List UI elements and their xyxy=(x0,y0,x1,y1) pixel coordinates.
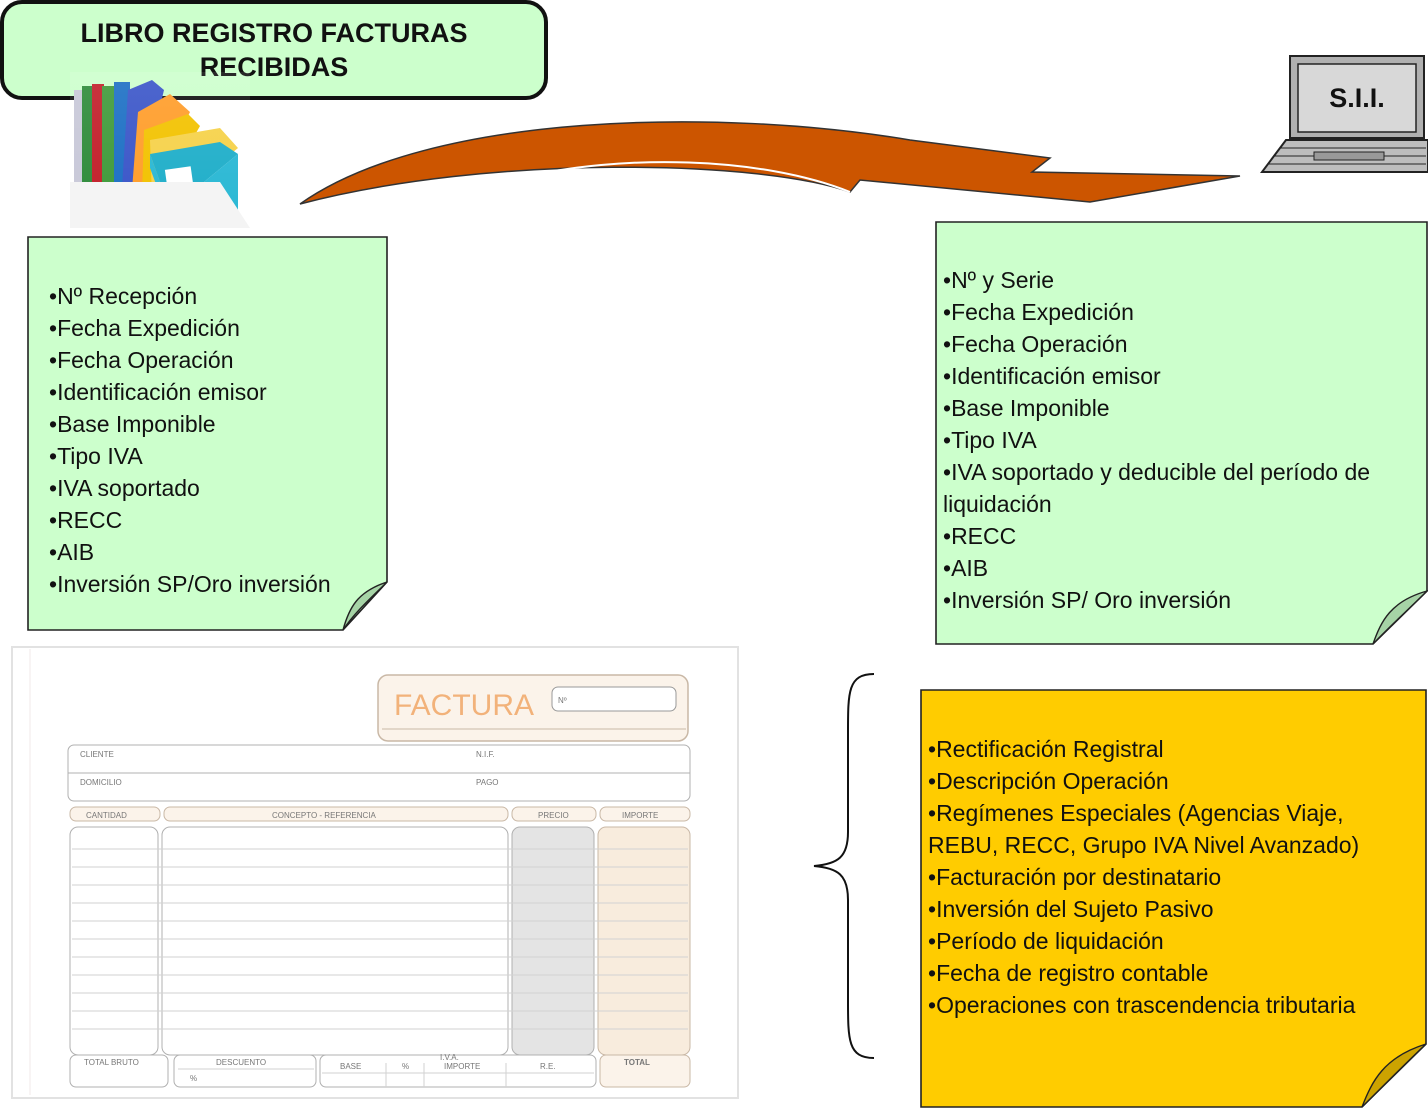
extra-list-item: Facturación por destinatario xyxy=(928,861,1410,893)
left-list-item: Inversión SP/Oro inversión xyxy=(27,568,379,600)
right-list-item: Identificación emisor xyxy=(943,360,1428,392)
left-list-item: Base Imponible xyxy=(49,408,379,440)
extra-list-item: Inversión del Sujeto Pasivo xyxy=(928,893,1410,925)
extra-list-item: Fecha de registro contable xyxy=(928,957,1410,989)
invoice-iva-label: I.V.A. xyxy=(440,1053,459,1062)
right-list-item: RECC xyxy=(943,520,1428,552)
invoice-title: FACTURA xyxy=(394,689,534,722)
invoice-pago-label: PAGO xyxy=(476,778,499,787)
invoice-total-label: TOTAL xyxy=(624,1058,650,1067)
invoice-pct-label-2: % xyxy=(190,1074,197,1083)
right-list-item: Base Imponible xyxy=(943,392,1428,424)
left-list-item: IVA soportado xyxy=(49,472,379,504)
right-list-item: Fecha Operación xyxy=(943,328,1428,360)
invoice-base-label: BASE xyxy=(340,1062,361,1071)
left-list-item: AIB xyxy=(49,536,379,568)
title-line-1: LIBRO REGISTRO FACTURAS xyxy=(80,18,468,48)
left-field-list: Nº Recepción Fecha Expedición Fecha Oper… xyxy=(27,236,389,632)
invoice-descuento-label: DESCUENTO xyxy=(216,1058,266,1067)
right-list-item: IVA soportado y deducible del período de… xyxy=(943,456,1428,520)
invoice-form-image: FACTURA Nº CLIENTE N.I.F. DOMICILIO PAGO… xyxy=(11,646,739,1099)
invoice-cantidad-label: CANTIDAD xyxy=(86,811,127,820)
extra-list-item: Operaciones con trascendencia tributaria xyxy=(928,989,1410,1021)
right-list-item: Tipo IVA xyxy=(943,424,1428,456)
right-list-item: Inversión SP/ Oro inversión xyxy=(943,584,1428,616)
left-list-item: RECC xyxy=(49,504,379,536)
additional-field-list: Rectificación Registral Descripción Oper… xyxy=(920,689,1428,1109)
invoice-domicilio-label: DOMICILIO xyxy=(80,778,122,787)
invoice-total-bruto-label: TOTAL BRUTO xyxy=(84,1058,139,1067)
invoice-nif-label: N.I.F. xyxy=(476,750,495,759)
invoice-importe-label: IMPORTE xyxy=(622,811,658,820)
invoice-importe2-label: IMPORTE xyxy=(444,1062,480,1071)
left-list-item: Identificación emisor xyxy=(49,376,379,408)
right-field-list: Nº y Serie Fecha Expedición Fecha Operac… xyxy=(935,221,1428,646)
left-list-item: Fecha Expedición xyxy=(49,312,379,344)
curved-arrow-icon xyxy=(299,121,1241,205)
left-list-item: Fecha Operación xyxy=(49,344,379,376)
extra-list-item: Descripción Operación xyxy=(928,765,1410,797)
invoice-re-label: R.E. xyxy=(540,1062,556,1071)
extra-list-item: Regímenes Especiales (Agencias Viaje, RE… xyxy=(928,797,1410,861)
binders-icon xyxy=(70,72,250,228)
sii-label: S.I.I. xyxy=(1329,82,1385,113)
extra-list-item: Período de liquidación xyxy=(928,925,1410,957)
laptop-icon xyxy=(1260,55,1428,173)
invoice-concepto-label: CONCEPTO - REFERENCIA xyxy=(272,811,377,820)
left-list-item: Nº Recepción xyxy=(49,280,379,312)
invoice-no-label: Nº xyxy=(558,696,567,705)
right-list-item: AIB xyxy=(943,552,1428,584)
invoice-cliente-label: CLIENTE xyxy=(80,750,114,759)
curly-brace-icon xyxy=(813,673,875,1059)
extra-list-item: Rectificación Registral xyxy=(928,733,1410,765)
right-list-item: Nº y Serie xyxy=(943,264,1428,296)
right-list-item: Fecha Expedición xyxy=(943,296,1428,328)
left-list-item: Tipo IVA xyxy=(49,440,379,472)
invoice-pct-label: % xyxy=(402,1062,409,1071)
invoice-precio-label: PRECIO xyxy=(538,811,569,820)
